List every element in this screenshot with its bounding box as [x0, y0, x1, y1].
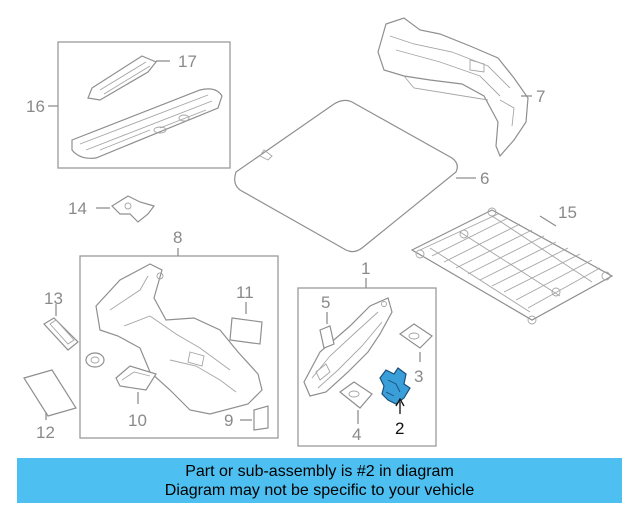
cover-part-13[interactable] [43, 317, 79, 351]
tray-part-10[interactable] [115, 365, 157, 391]
cover-part-3[interactable] [398, 323, 433, 349]
group-box-16 [57, 41, 231, 169]
info-banner: Part or sub-assembly is #2 in diagram Di… [17, 458, 622, 503]
callout-2[interactable]: 2 [395, 419, 404, 438]
clip-part-5[interactable] [319, 325, 335, 349]
cargo-net-part-15[interactable] [410, 207, 614, 325]
sill-trim-part[interactable] [303, 297, 393, 397]
parts-diagram: 17 16 7 6 14 15 8 [23, 17, 614, 447]
callout-1[interactable]: 1 [361, 259, 370, 278]
callout-5[interactable]: 5 [321, 293, 330, 312]
group-box-1 [297, 287, 437, 447]
cargo-cover-part-16[interactable] [71, 88, 223, 159]
callout-12[interactable]: 12 [36, 423, 55, 442]
pad-part-9[interactable] [253, 405, 269, 431]
callout-14[interactable]: 14 [68, 199, 87, 218]
callout-13[interactable]: 13 [44, 289, 63, 308]
callout-7[interactable]: 7 [536, 87, 545, 106]
group-box-8 [79, 255, 279, 439]
banner-line-1: Part or sub-assembly is #2 in diagram [185, 462, 454, 480]
trim-clip-part[interactable] [85, 352, 105, 368]
quarter-trim-part-8[interactable] [95, 263, 263, 415]
callout-15[interactable]: 15 [558, 203, 577, 222]
panel-part-12[interactable] [23, 369, 77, 417]
handle-part-17[interactable] [87, 55, 157, 101]
floor-mat-part-6[interactable] [234, 99, 458, 253]
callout-16[interactable]: 16 [26, 97, 45, 116]
callout-10[interactable]: 10 [128, 411, 147, 430]
pad-part-11[interactable] [229, 317, 263, 345]
bracket-part-14[interactable] [111, 195, 156, 223]
highlighted-part-2[interactable] [379, 367, 411, 405]
banner-line-2: Diagram may not be specific to your vehi… [164, 481, 475, 499]
callout-3[interactable]: 3 [414, 367, 423, 386]
side-trim-part-7[interactable] [377, 17, 529, 158]
callout-4[interactable]: 4 [352, 425, 361, 444]
callout-9[interactable]: 9 [224, 411, 233, 430]
callout-6[interactable]: 6 [480, 169, 489, 188]
callout-8[interactable]: 8 [173, 228, 182, 247]
callout-11[interactable]: 11 [236, 283, 254, 302]
callout-17[interactable]: 17 [178, 52, 197, 71]
cover-part-4[interactable] [339, 381, 373, 409]
